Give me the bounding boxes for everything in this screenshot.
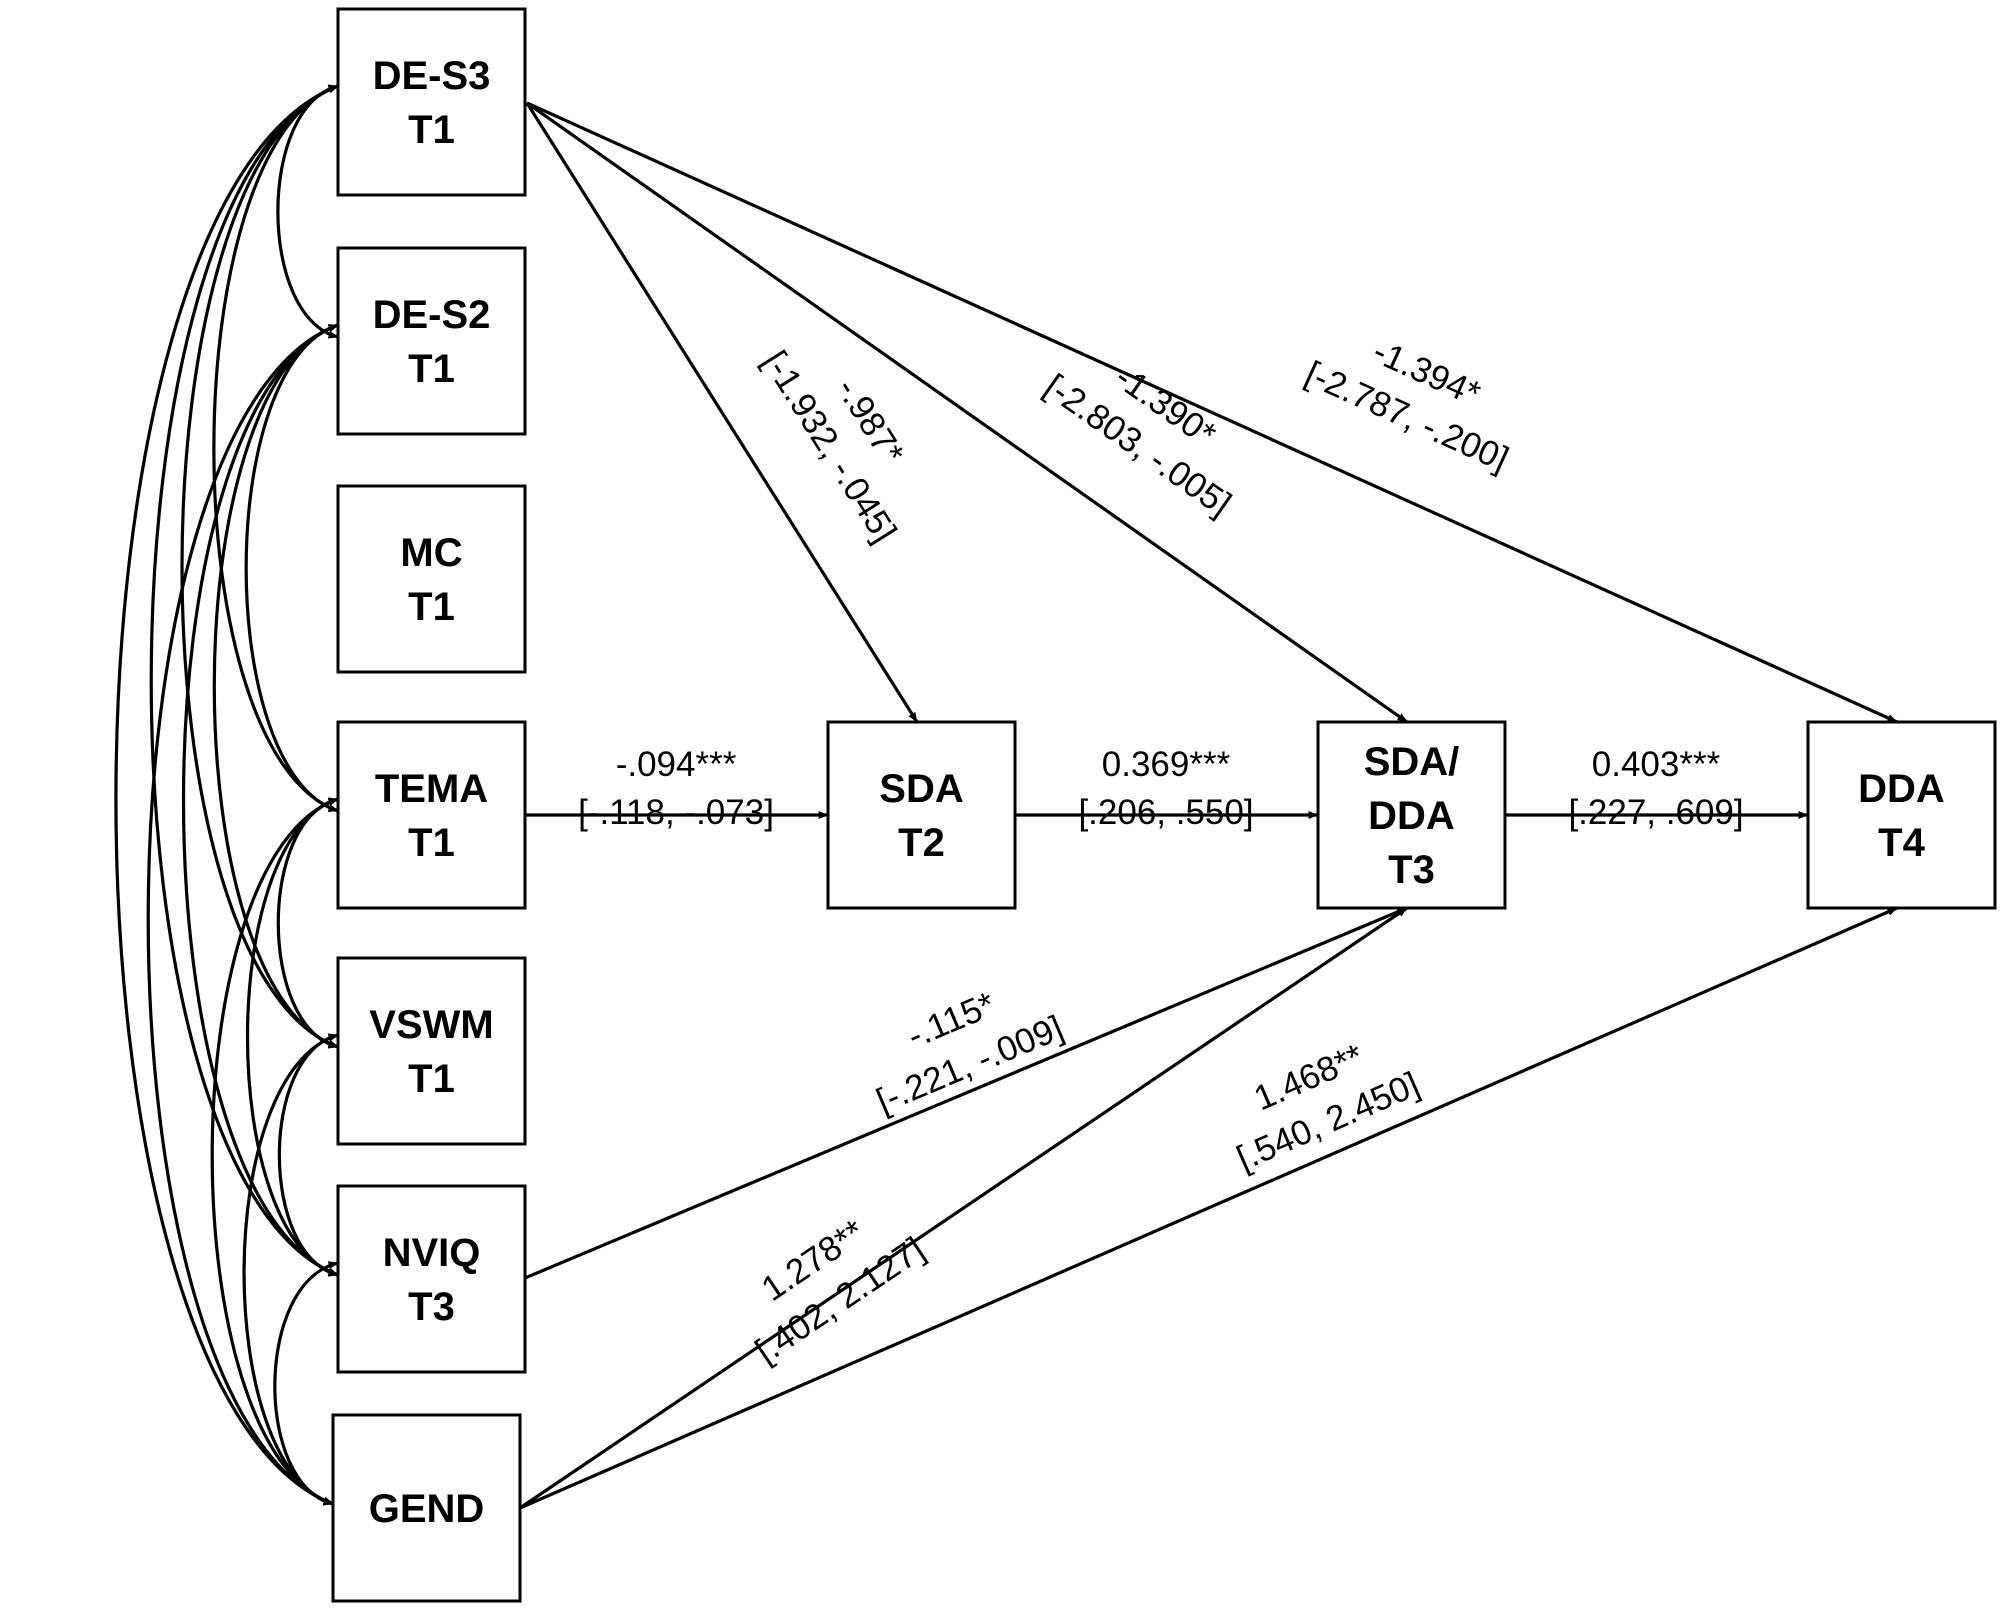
path-arrow-nviq-sdadda <box>524 906 1408 1280</box>
path-ci-sdadda-dda: [.227, .609] <box>1568 793 1743 832</box>
path-label-des3-dda: -1.394*[-2.787, -.200] <box>1300 332 1515 479</box>
node-vswm-label-1: T1 <box>408 1057 455 1101</box>
node-des2-label-0: DE-S2 <box>373 293 491 337</box>
node-mc-label-1: T1 <box>408 585 455 629</box>
node-mc-box <box>336 484 527 674</box>
node-dda-label-1: T4 <box>1878 821 1925 865</box>
path-label-sdadda-dda: 0.403*** [.227, .609] <box>1568 745 1743 832</box>
covariance-arc-des3-gend <box>114 84 339 1506</box>
node-des3-label-0: DE-S3 <box>373 54 491 98</box>
covariance-arc-tema-nviq <box>245 797 339 1277</box>
node-dda-box <box>1806 720 1997 910</box>
node-tema-box <box>336 720 527 910</box>
node-tema-label-0: TEMA <box>375 767 488 811</box>
node-sdadda: SDA/DDA T3 <box>1316 720 1507 910</box>
path-arrow-gend-dda <box>519 906 1898 1510</box>
covariance-arc-nviq-gend <box>273 1261 339 1506</box>
path-arrow-des3-sdadda <box>526 101 1408 724</box>
node-sda-label-1: T2 <box>898 821 945 865</box>
path-label-sda-sdadda: 0.369*** [.206, .550] <box>1078 745 1253 832</box>
path-label-des3-sda: -.987*[-1.932, -.045] <box>755 344 912 549</box>
node-mc-label-0: MC <box>400 531 462 575</box>
path-label-des3-sdadda: -1.390*[-2.803, -.005] <box>1037 358 1238 524</box>
node-vswm-box <box>336 956 527 1146</box>
path-label-tema-sda: -.094*** [-.118, -.073] <box>578 745 774 832</box>
path-ci-tema-sda: [-.118, -.073] <box>578 793 774 832</box>
node-sda-box <box>826 720 1017 910</box>
path-arrow-gend-sdadda <box>519 906 1408 1510</box>
covariance-arc-tema-gend <box>210 797 339 1506</box>
node-layer: DE-S3T1DE-S2T1MCT1TEMAT1VSWMT1NVIQT3GEND… <box>331 7 1997 1603</box>
node-gend-label-0: GEND <box>369 1487 485 1531</box>
node-vswm: VSWM T1 <box>336 956 527 1146</box>
path-arrow-des3-sda <box>525 102 919 723</box>
node-nviq-label-1: T3 <box>408 1285 455 1329</box>
covariance-arc-vswm-gend <box>242 1033 339 1506</box>
node-sda: SDA T2 <box>826 720 1017 910</box>
path-arrow-des3-dda <box>526 101 1898 724</box>
path-estimate-tema-sda: -.094*** <box>616 745 737 784</box>
node-des2-box <box>336 246 527 436</box>
covariance-arc-des2-gend <box>146 323 339 1506</box>
path-estimate-sda-sdadda: 0.369*** <box>1102 745 1231 784</box>
path-label-gend-dda: 1.468**[.540, 2.450] <box>1231 1036 1425 1178</box>
path-layer <box>519 101 1898 1510</box>
path-label-nviq-sdadda: -.115*[-.221, -.009] <box>871 985 1069 1121</box>
node-tema: TEMA T1 <box>336 720 527 910</box>
covariance-arc-des2-nviq <box>181 323 339 1277</box>
covariance-layer <box>114 84 339 1506</box>
covariance-arc-des3-vswm <box>180 84 339 1049</box>
node-sdadda-box <box>1316 720 1507 910</box>
node-sdadda-label-1: DDA <box>1368 794 1455 838</box>
node-mc: MC T1 <box>336 484 527 674</box>
node-dda: DDA T4 <box>1806 720 1997 910</box>
node-des3-label-1: T1 <box>408 108 455 152</box>
covariance-arc-des3-tema <box>212 84 339 813</box>
path-ci-sda-sdadda: [.206, .550] <box>1078 793 1253 832</box>
coefficient-label-layer: -.094*** [-.118, -.073] 0.369*** [.206, .55… <box>578 332 1744 1371</box>
node-gend: GEND <box>331 1413 522 1603</box>
node-gend-box <box>331 1413 522 1603</box>
node-nviq: NVIQ T3 <box>336 1184 527 1374</box>
node-des2-label-1: T1 <box>408 347 455 391</box>
node-des3-box <box>336 7 527 197</box>
covariance-arc-des2-tema <box>244 323 339 813</box>
node-vswm-label-0: VSWM <box>369 1003 493 1047</box>
node-dda-label-0: DDA <box>1858 767 1945 811</box>
node-sda-label-0: SDA <box>879 767 963 811</box>
node-sdadda-label-2: T3 <box>1388 848 1435 892</box>
covariance-arc-des2-vswm <box>212 323 339 1049</box>
node-nviq-box <box>336 1184 527 1374</box>
covariance-arc-des3-nviq <box>149 84 339 1277</box>
node-nviq-label-0: NVIQ <box>383 1231 481 1275</box>
path-estimate-sdadda-dda: 0.403*** <box>1592 745 1721 784</box>
node-tema-label-1: T1 <box>408 821 455 865</box>
node-sdadda-label-0: SDA/ <box>1364 740 1460 784</box>
